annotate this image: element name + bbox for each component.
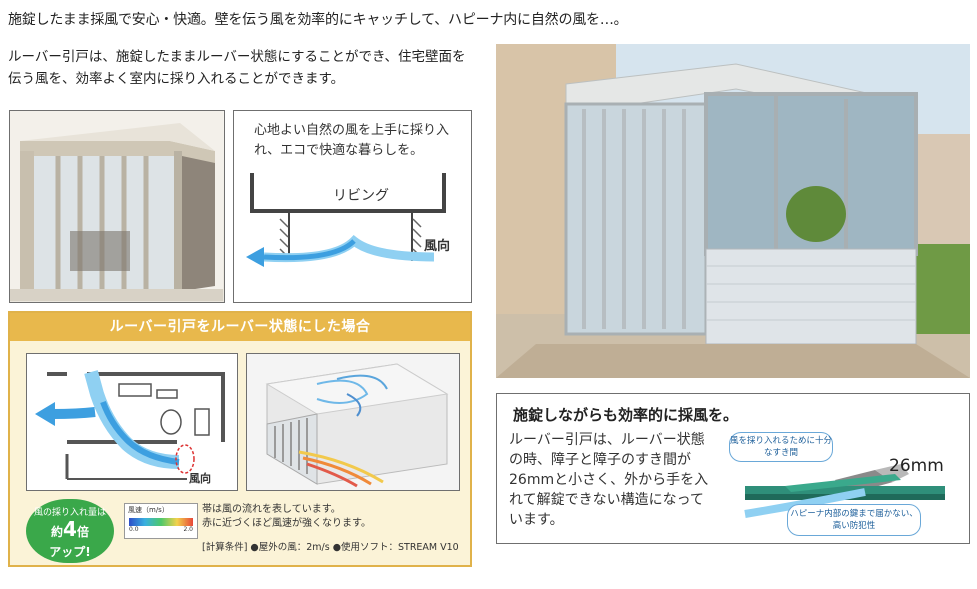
badge-line1: 風の採り入れ量は [33,508,106,518]
airflow-diagram: 心地よい自然の風を上手に採り入れ、エコで快適な暮らしを。 リビング 風向 [233,110,472,303]
badge-line3: アップ! [49,545,91,559]
badge-number: 4 [63,517,77,541]
badge-pre: 約 [51,525,64,539]
main-photo-illustration [496,44,970,378]
louver-state-panel: ルーバー引戸をルーバー状態にした場合 風向 [8,311,472,567]
main-sunroom-photo [496,44,970,378]
desc-line1: 帯は風の流れを表しています。 [202,504,341,515]
wind-speed-scale: 風速（m/s） 0.0 2.0 [124,503,198,539]
callout-security: ハピーナ内部の鍵まで届かない、高い防犯性 [787,504,921,536]
wind-increase-badge: 風の採り入れ量は 約4倍 アップ! [26,499,114,563]
airflow-svg [246,173,446,267]
badge-post: 倍 [76,525,89,539]
gap-diagram [744,464,945,518]
calc-conditions: [計算条件] ●屋外の風：2m/s ●使用ソフト：STREAM V10 [202,542,459,553]
scale-min: 0.0 [129,526,139,533]
scale-bar [129,518,193,526]
info-title: 施錠しながらも効率的に採風を。 [513,406,739,424]
airflow-caption: 心地よい自然の風を上手に採り入れ、エコで快適な暮らしを。 [254,123,450,158]
callout-gap: 風を採り入れるために十分なすき間 [729,432,833,462]
page-heading: 施錠したまま採風で安心・快適。壁を伝う風を効率的にキャッチして、ハピーナ内に自然… [8,12,628,28]
louver-panel-title: ルーバー引戸をルーバー状態にした場合 [10,313,470,341]
gap-measure: 26mm [889,456,944,476]
wind-direction-label: 風向 [424,239,451,254]
desc-line2: 赤に近づくほど風速が強くなります。 [202,518,371,529]
floor-plan: 風向 [26,353,238,491]
floor-plan-svg [35,370,225,480]
sunroom-photo [9,110,225,303]
info-body: ルーバー引戸は、ルーバー状態の時、障子と障子のすき間が26mmと小さく、外から手… [509,432,709,528]
plan-wind-label: 風向 [189,472,211,485]
intro-text: ルーバー引戸は、施錠したままルーバー状態にすることができ、住宅壁面を伝う風を、効… [8,49,466,87]
scale-description: 帯は風の流れを表しています。 赤に近づくほど風速が強くなります。 [202,503,371,531]
scale-max: 2.0 [183,526,193,533]
scale-label: 風速（m/s） [128,506,169,514]
flow-simulation [246,353,460,491]
security-info-panel: 施錠しながらも効率的に採風を。 ルーバー引戸は、ルーバー状態の時、障子と障子のす… [496,393,970,544]
flow-simulation-svg [265,363,449,488]
sunroom-illustration [10,111,223,301]
room-label: リビング [333,188,389,204]
